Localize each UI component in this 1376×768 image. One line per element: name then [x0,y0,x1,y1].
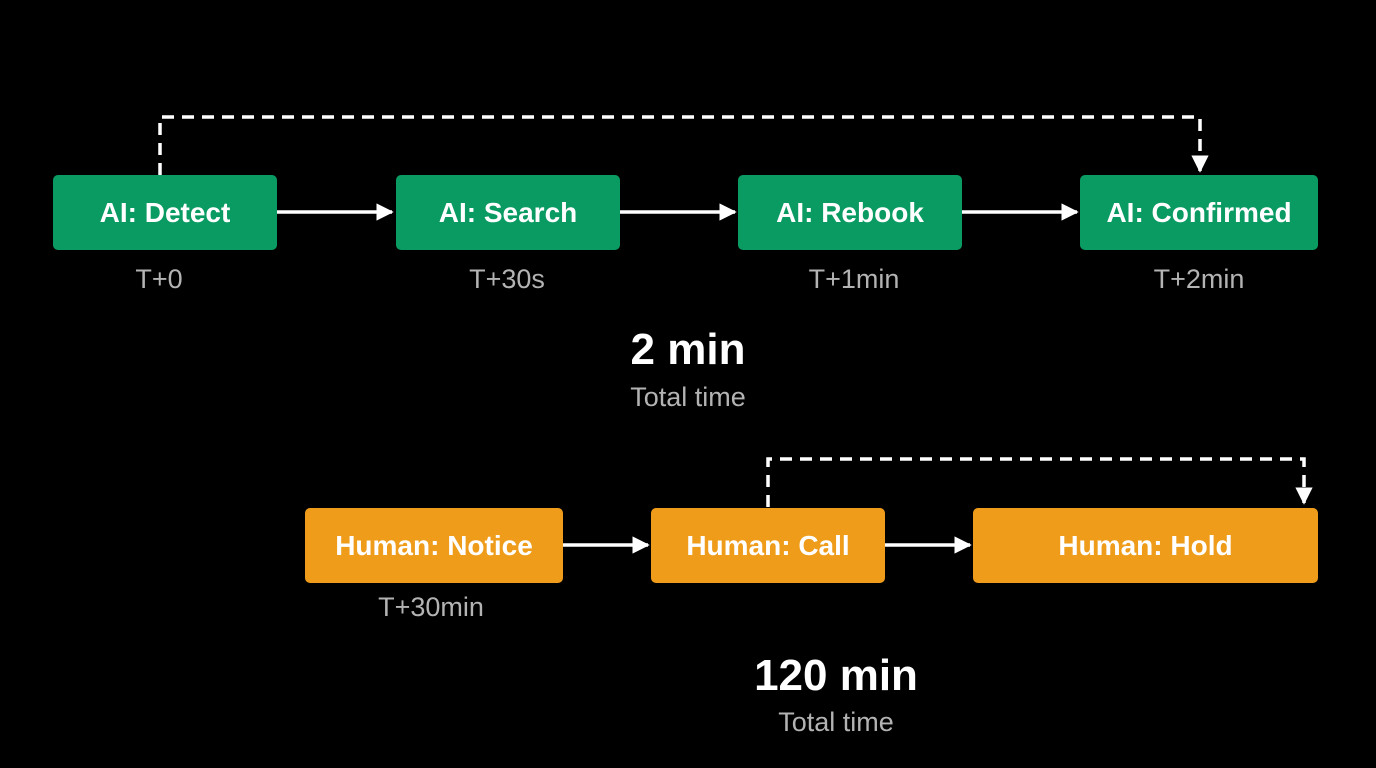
ai-rebook-time: T+1min [808,264,900,294]
ai-rebook-box: AI: Rebook [738,175,962,250]
human-total-label: Total time [778,707,894,737]
ai-detect-box: AI: Detect [53,175,277,250]
human-notice-box: Human: Notice [305,508,563,583]
human-notice-time: T+30min [378,592,484,622]
ai-search-box: AI: Search [396,175,620,250]
human-hold-box: Human: Hold [973,508,1318,583]
ai-total-value: 2 min [630,325,746,374]
ai-confirmed-time: T+2min [1153,264,1245,294]
human-dashed-connector [766,457,1313,507]
ai-dashed-connector [158,115,1209,175]
ai-search-time: T+30s [469,264,545,294]
ai-detect-time: T+0 [135,264,183,294]
ai-confirmed-box: AI: Confirmed [1080,175,1318,250]
ai-total-label: Total time [630,382,746,412]
human-total-value: 120 min [754,651,918,700]
human-call-box: Human: Call [651,508,885,583]
